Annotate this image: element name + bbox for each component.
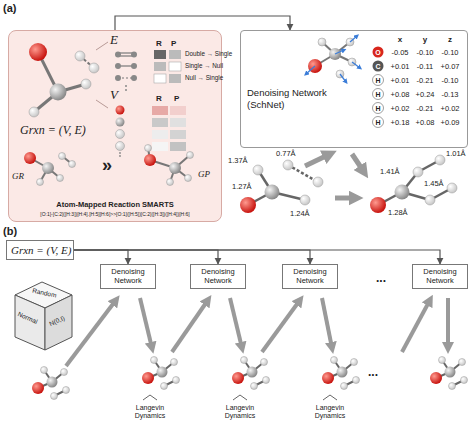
connector <box>115 16 290 30</box>
label: Grxn = (V, E) <box>20 124 86 136</box>
label: V <box>110 88 118 101</box>
label: E <box>110 33 118 46</box>
label: (b) <box>3 226 17 237</box>
label: 1.24Å <box>290 210 310 218</box>
node-text: Denoising Network <box>415 268 465 285</box>
label: z <box>448 36 452 44</box>
label: +0.01 <box>391 63 410 71</box>
label: -0.21 <box>416 77 433 85</box>
connector <box>74 250 128 264</box>
connector <box>74 250 440 264</box>
label: H <box>375 91 380 98</box>
label: -0.10 <box>416 49 433 57</box>
network-box: Denoising Network <box>190 264 246 289</box>
node-text: Denoising Network <box>285 268 335 285</box>
label: 1.28Å <box>388 209 408 217</box>
node-text: Atom-Mapped Reaction SMARTS <box>13 200 217 209</box>
label: -0.05 <box>391 49 408 57</box>
label: +0.07 <box>441 63 460 71</box>
label: ... <box>376 272 386 284</box>
label: y <box>423 36 427 44</box>
label: C <box>375 63 380 70</box>
node-text: Grxn = (V, E) <box>11 244 69 256</box>
label: Langevin Dynamics <box>303 404 357 420</box>
network-box: Denoising Network <box>412 264 468 289</box>
label: H <box>375 77 380 84</box>
label: R <box>156 40 162 48</box>
node-text: Denoising Network <box>103 268 153 285</box>
label: Double → Single <box>185 51 232 57</box>
label: x <box>398 36 402 44</box>
label: 1.37Å <box>228 157 248 165</box>
node-text: [O:1]-[C:2]([H:3])[H:4].[H:5][H:6]>>[O:1… <box>13 211 217 217</box>
label: -0.10 <box>441 49 458 57</box>
label: Single → Null <box>185 63 223 69</box>
label: +0.02 <box>441 105 460 113</box>
node-text: Denoising Network (SchNet) <box>247 87 331 111</box>
network-box: Denoising Network (SchNet) <box>240 30 468 148</box>
label: GR <box>12 172 24 181</box>
label: -0.13 <box>441 91 458 99</box>
label: +0.18 <box>391 119 410 127</box>
label: -0.21 <box>416 105 433 113</box>
label: P <box>171 40 176 48</box>
network-box: Denoising Network <box>282 264 338 289</box>
label: -0.11 <box>417 63 434 71</box>
node-text: Denoising Network <box>193 268 243 285</box>
label: 1.41Å <box>380 168 400 176</box>
connector <box>74 250 218 264</box>
label: +0.02 <box>391 105 410 113</box>
label: +0.09 <box>441 119 460 127</box>
label: Null → Single <box>185 75 223 81</box>
label: (a) <box>3 3 16 14</box>
label: GP <box>198 170 210 179</box>
label: +0.01 <box>391 77 410 85</box>
graph-box: Grxn = (V, E) <box>6 240 74 260</box>
label: +0.08 <box>416 119 435 127</box>
label: 0.77Å <box>276 150 296 158</box>
label: H <box>375 105 380 112</box>
label: Langevin Dynamics <box>213 404 267 420</box>
label: P <box>174 95 179 103</box>
label: H <box>375 119 380 126</box>
label: 1.45Å <box>424 180 444 188</box>
label: +0.24 <box>416 91 435 99</box>
label: » <box>102 156 112 174</box>
label: O <box>375 49 380 56</box>
label: R <box>156 95 162 103</box>
label: ... <box>368 366 378 378</box>
label: 1.27Å <box>232 183 252 191</box>
label: Langevin Dynamics <box>123 404 177 420</box>
label: +0.08 <box>391 91 410 99</box>
connector <box>74 250 310 264</box>
label: -0.10 <box>441 77 458 85</box>
label: 1.01Å <box>446 150 466 158</box>
network-box: Denoising Network <box>100 264 156 289</box>
